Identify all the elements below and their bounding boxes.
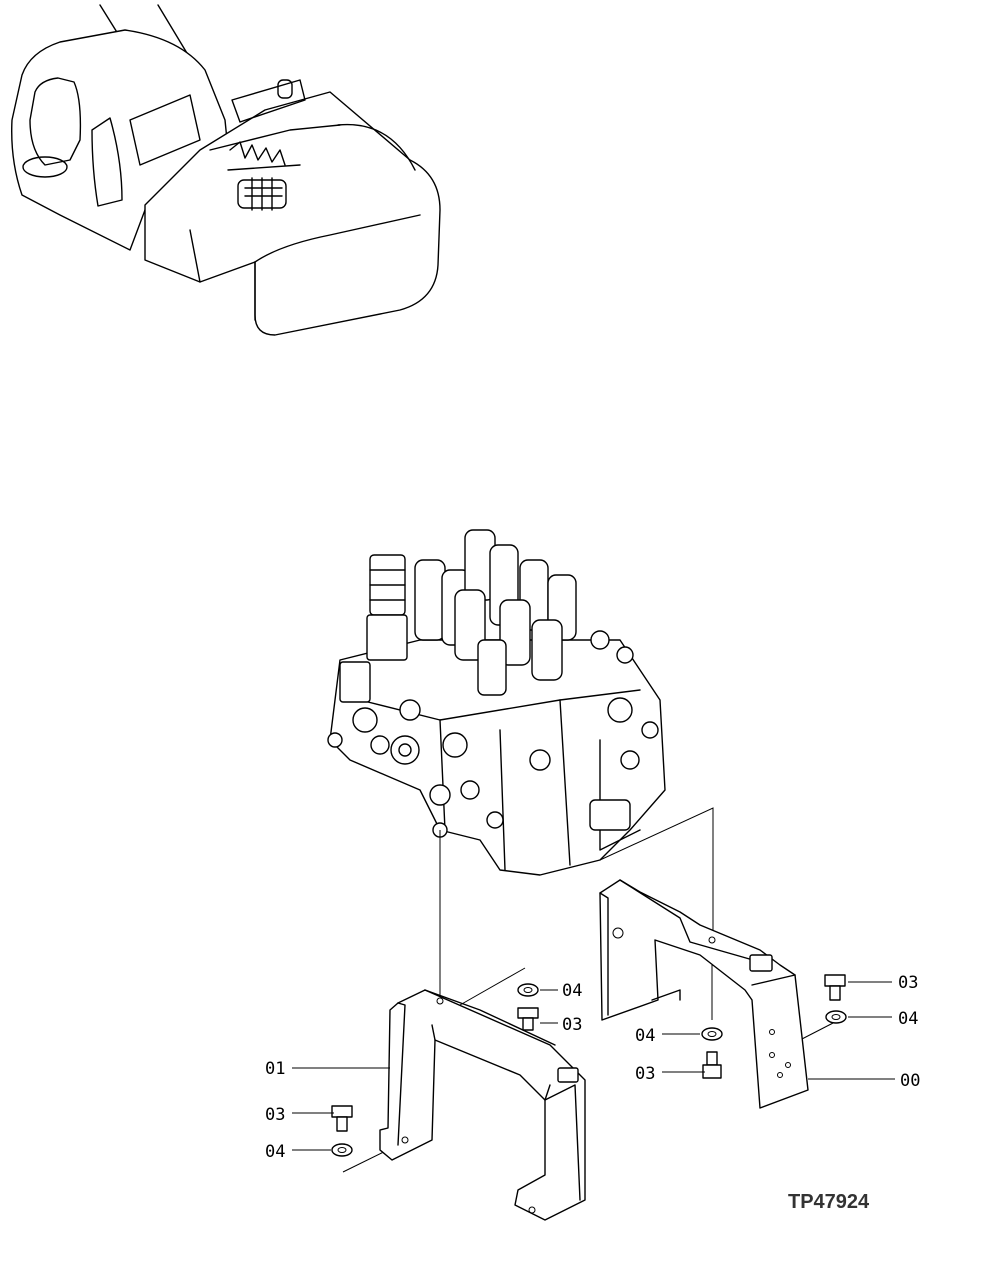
- drawing-code: TP47924: [788, 1191, 870, 1213]
- bracket-00: [599, 879, 809, 1109]
- excavator-locator-view: [11, 4, 441, 336]
- bolt-03-a: [517, 1007, 539, 1031]
- washer-04-d: [331, 1143, 353, 1157]
- control-valve-assembly: [327, 529, 666, 876]
- callout-03: 03: [265, 1105, 285, 1125]
- valve-location-highlight: [227, 141, 301, 211]
- bracket-01: [379, 989, 586, 1221]
- callout-04: 04: [562, 981, 582, 1001]
- valve-spools: [366, 529, 577, 696]
- bolt-03-c: [824, 974, 846, 1001]
- assembly-guide-lines: [342, 807, 836, 1173]
- callout-04: 04: [635, 1026, 655, 1046]
- callout-03: 03: [635, 1064, 655, 1084]
- leader-lines: [292, 981, 895, 1151]
- callout-04: 04: [265, 1142, 285, 1162]
- callout-04: 04: [898, 1009, 918, 1029]
- callout-01: 01: [265, 1059, 285, 1079]
- callout-00: 00: [900, 1071, 920, 1091]
- bolt-03-b: [702, 1051, 722, 1079]
- washer-04-a: [517, 983, 539, 997]
- washer-04-c: [825, 1010, 847, 1024]
- callout-03: 03: [898, 973, 918, 993]
- washer-04-b: [701, 1027, 723, 1041]
- bolt-03-d: [331, 1105, 353, 1132]
- callout-03: 03: [562, 1015, 582, 1035]
